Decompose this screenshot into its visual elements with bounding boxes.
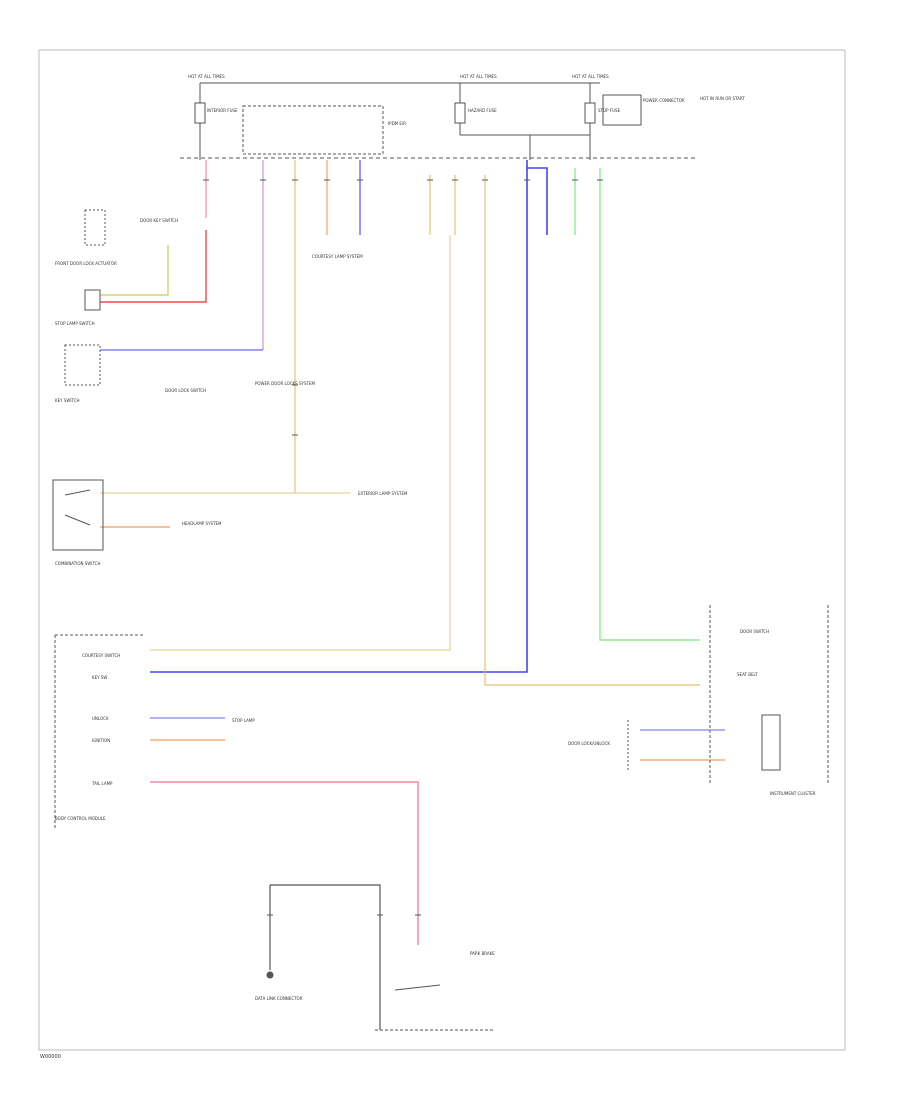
wire-green-2 [599,168,700,641]
page-frame [38,49,846,1051]
courtesy-lamp-label: COURTESY LAMP SYSTEM [312,254,363,259]
hot-at-all-times-3: HOT AT ALL TIMES [572,74,609,79]
headlamp-sys-label: HEADLAMP SYSTEM [182,521,222,526]
stop-lamp-sw-label: STOP LAMP SWITCH [55,321,95,326]
hot-at-all-times-2: HOT AT ALL TIMES [460,74,497,79]
wire-pink-tail [150,781,419,945]
wire-red-1 [100,230,207,303]
combination-switch-box [52,479,104,551]
body-control-box [54,634,145,830]
door-lock-unlock-label: DOOR LOCK/UNLOCK [568,741,610,746]
door-lock-switch-box [64,344,101,386]
stop-lamp-switch-box [84,289,101,311]
ipdm-box [242,105,384,155]
wire-gray-1 [270,884,381,1030]
component-labels: DOOR KEY SWITCH FRONT DOOR LOCK ACTUATOR… [55,218,816,1001]
front-door-lock-label: FRONT DOOR LOCK ACTUATOR [55,261,117,266]
power-door-lock-label: POWER DOOR LOCKS SYSTEM [255,381,315,386]
door-lock-sw-label: DOOR LOCK SWITCH [165,388,206,393]
seat-belt-label: SEAT BELT [737,672,758,677]
left-components [52,209,829,1031]
connector-ticks [203,179,603,916]
cluster-connector [761,714,781,771]
hot-at-all-times-1: HOT AT ALL TIMES [188,74,225,79]
ipdm-label: IPDM E/R [388,121,406,126]
ignition-label: IGNITION [92,738,110,743]
wire-blue-branch [527,167,548,235]
tail-lamp-label: TAIL LAMP [91,781,113,786]
footer-id: W00000 [40,1054,61,1060]
relay-power-label: POWER CONNECTOR [643,98,685,103]
wire-yellowtan-long [150,235,451,651]
wire-olive-1 [100,245,169,296]
wire-blue-long [150,160,528,673]
park-brake-label: PARK BRAKE [470,951,495,956]
exterior-lamp-label: EXTERIOR LAMP SYSTEM [358,491,408,496]
door-key-switch-label: DOOR KEY SWITCH [140,218,178,223]
relay-power-box [602,94,642,126]
key-switch-label: KEY SWITCH [55,398,80,403]
unlock-label: UNLOCK [92,716,109,721]
top-fuse-area [180,82,695,160]
key-sw-label: KEY SW [92,675,107,680]
stop-lamp-label: STOP LAMP [232,718,255,723]
door-switch-label: DOOR SWITCH [740,629,769,634]
hot-in-run-label: HOT IN RUN OR START [700,96,745,101]
instrument-cluster-label: INSTRUMENT CLUSTER [770,791,816,796]
body-control-label: BODY CONTROL MODULE [55,816,106,821]
combination-sw-label: COMBINATION SWITCH [55,561,100,566]
fuse-stop-label: STOP FUSE [598,108,621,113]
colored-wires [100,160,725,1030]
wire-tan-meter [484,235,700,686]
door-key-switch-box [84,209,106,246]
fuse-hazard-label: HAZARD FUSE [468,108,497,113]
instrument-cluster-box [709,605,829,785]
courtesy-sw-label: COURTESY SWITCH [82,653,120,658]
top-labels: HOT AT ALL TIMES HOT AT ALL TIMES HOT AT… [188,74,745,126]
fuse-interior-label: INTERIOR FUSE [207,108,238,113]
data-link-label: DATA LINK CONNECTOR [255,996,303,1001]
